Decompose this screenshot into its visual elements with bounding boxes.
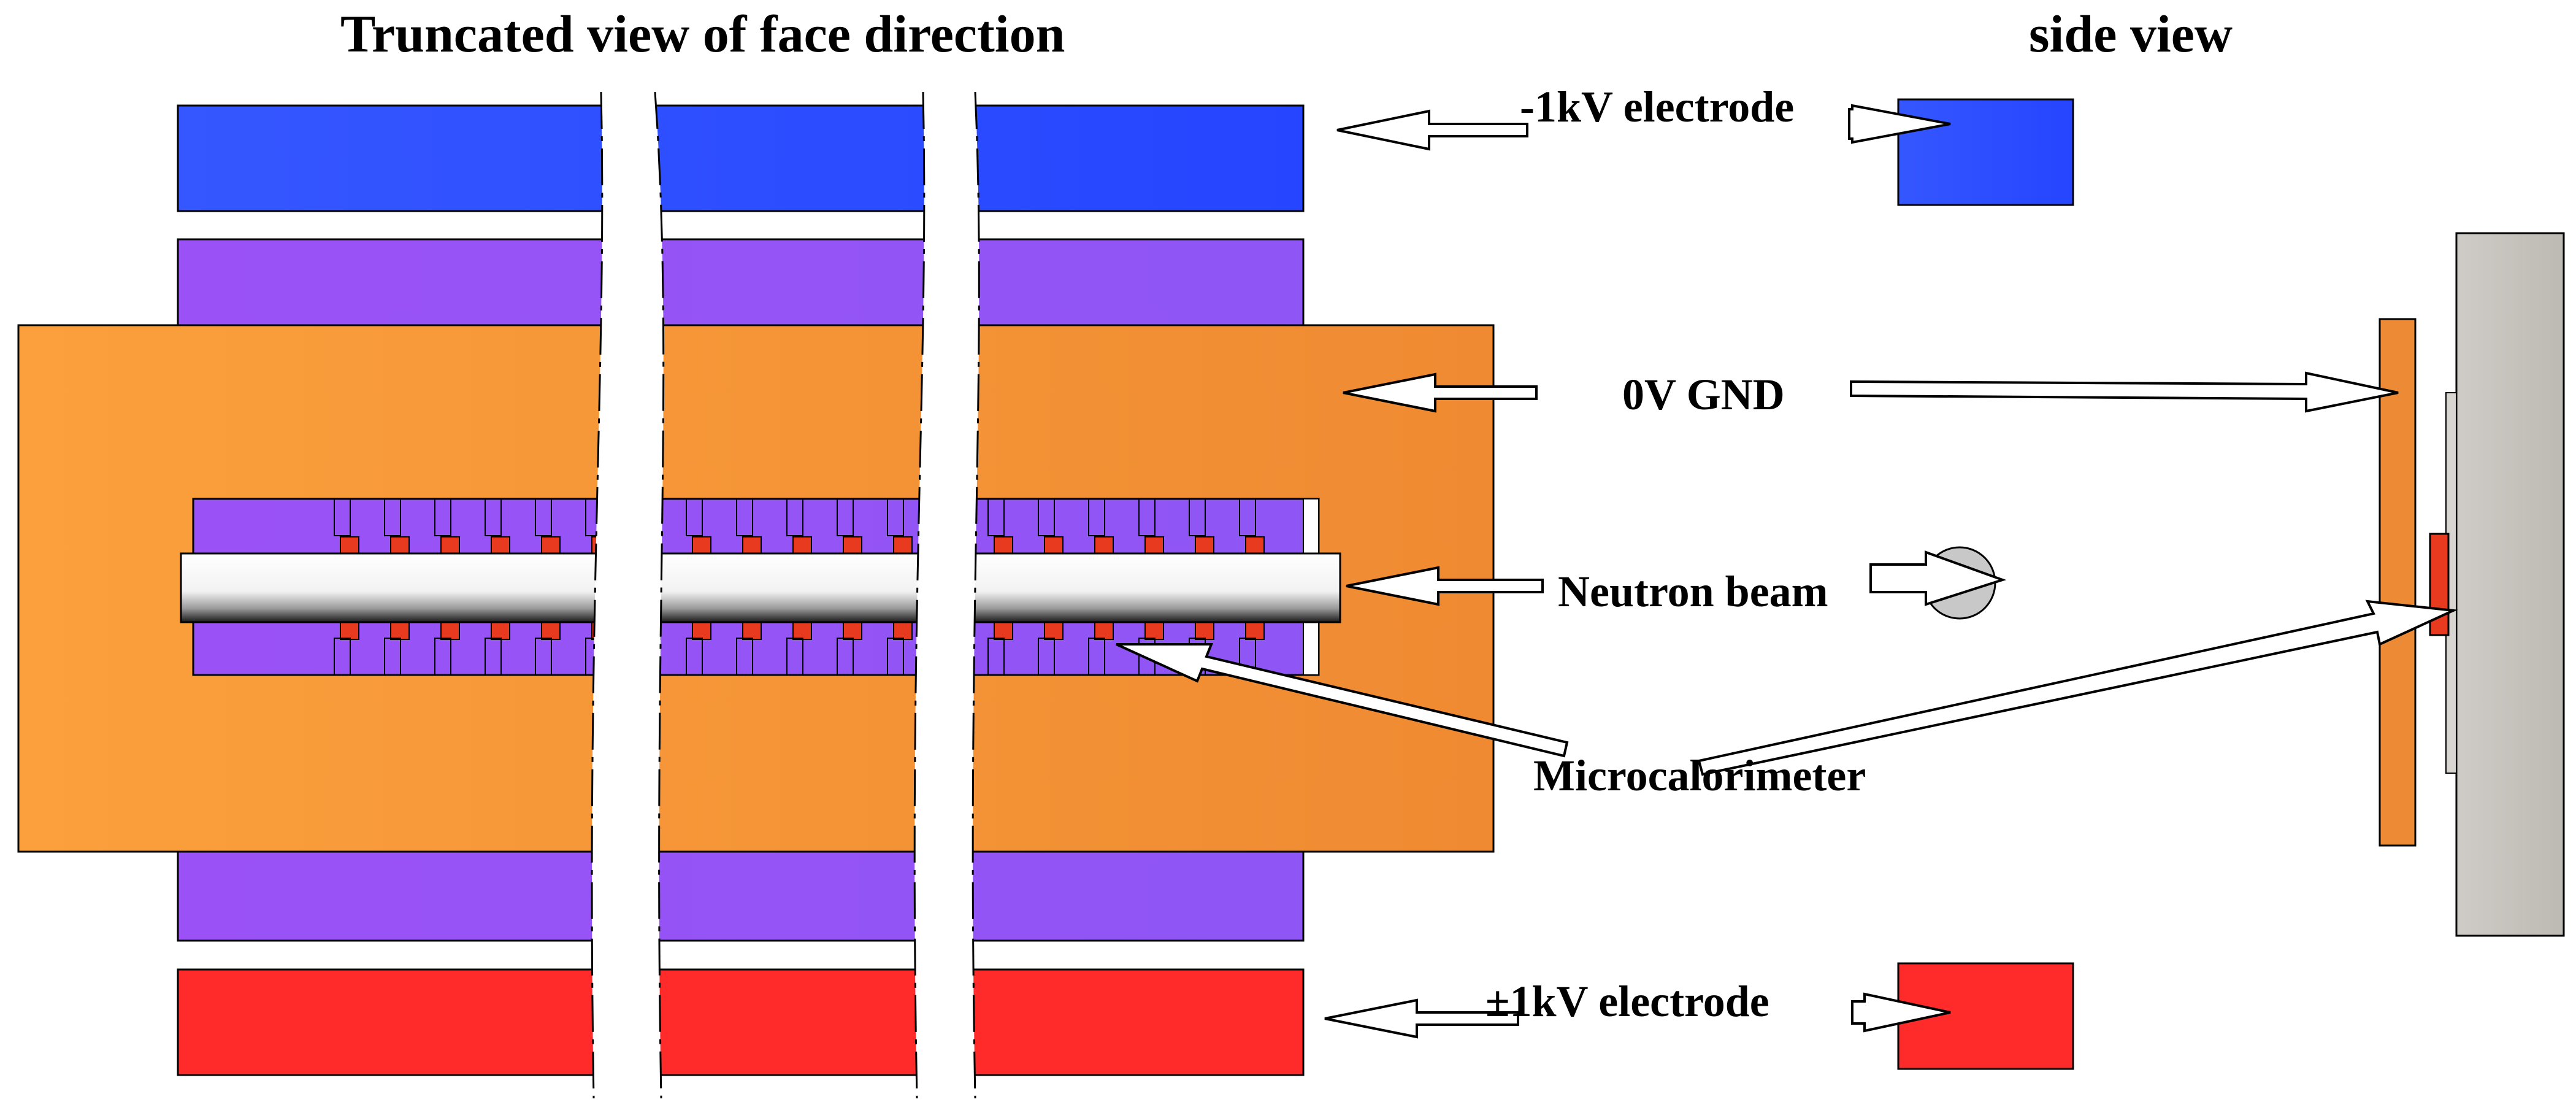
pixel-lead <box>786 498 803 536</box>
ground-label: 0V GND <box>1622 370 1785 419</box>
pixel-sensor <box>1245 622 1265 640</box>
pixel-lead <box>334 638 351 676</box>
pixel-sensor <box>491 536 510 555</box>
pixel-sensor <box>692 536 711 555</box>
side-minus-electrode <box>1897 98 2074 206</box>
pixel-sensor <box>1144 536 1164 555</box>
pixel-sensor <box>742 622 762 640</box>
arrow-ground-right <box>1850 371 2399 413</box>
arrow-minus-electrode-right <box>1848 104 1951 144</box>
arrow-microcalorimeter-left <box>1116 643 1569 758</box>
pixel-sensor <box>893 622 913 640</box>
pixel-lead <box>1038 498 1055 536</box>
side-view-title: side view <box>2029 4 2233 63</box>
minus-electrode-bar <box>177 104 1305 212</box>
side-view <box>1897 98 2565 1070</box>
pixel-sensor <box>1245 536 1265 555</box>
pixel-lead <box>987 498 1005 536</box>
pixel-lead <box>535 638 552 676</box>
pixel-sensor <box>792 536 812 555</box>
truncation-break-1 <box>592 92 664 1098</box>
pixel-sensor <box>742 536 762 555</box>
pixel-sensor <box>1094 536 1114 555</box>
arrow-plus-electrode-right <box>1851 992 1951 1033</box>
truncation-break-2 <box>914 92 979 1098</box>
arrow-beam-right <box>1869 550 2007 606</box>
pixel-sensor <box>994 622 1013 640</box>
pixel-sensor <box>1044 622 1064 640</box>
side-ground-plate <box>2379 318 2417 847</box>
pixel-sensor <box>893 536 913 555</box>
pixel-lead <box>987 638 1005 676</box>
pixel-sensor <box>340 622 359 640</box>
pixel-sensor <box>390 536 410 555</box>
pixel-lead <box>1088 638 1105 676</box>
pixel-sensor <box>491 622 510 640</box>
plus-electrode-label: ±1kV electrode <box>1485 977 1769 1026</box>
pixel-lead <box>1088 498 1105 536</box>
pixel-sensor <box>541 536 561 555</box>
upper-spacer-bar <box>177 238 1305 328</box>
pixel-sensor <box>792 622 812 640</box>
pixel-lead <box>686 638 703 676</box>
pixel-lead <box>434 498 451 536</box>
microcalorimeter-label: Microcalorimeter <box>1533 751 1866 800</box>
pixel-lead <box>1138 498 1156 536</box>
pixel-lead <box>1189 498 1206 536</box>
face-view-title: Truncated view of face direction <box>340 4 1065 63</box>
pixel-lead <box>334 498 351 536</box>
pixel-sensor <box>541 622 561 640</box>
pixel-sensor <box>994 536 1013 555</box>
pixel-sensor <box>1195 622 1214 640</box>
pixel-sensor <box>1195 536 1214 555</box>
pixel-lead <box>837 498 854 536</box>
pixel-lead <box>535 498 552 536</box>
pixel-lead <box>736 498 753 536</box>
arrow-beam-left <box>1346 566 1544 606</box>
pixel-lead <box>686 498 703 536</box>
pixel-lead <box>887 498 904 536</box>
lower-spacer-bar <box>177 850 1305 942</box>
pixel-sensor <box>843 536 862 555</box>
microcalorimeter-array <box>334 498 1265 676</box>
pixel-lead <box>384 638 401 676</box>
pixel-sensor <box>692 622 711 640</box>
pixel-sensor <box>1044 536 1064 555</box>
pixel-sensor <box>843 622 862 640</box>
pixel-sensor <box>440 536 460 555</box>
pixel-lead <box>485 498 502 536</box>
face-view <box>17 91 1495 1099</box>
callout-arrows <box>1116 104 2458 1039</box>
pixel-lead <box>485 638 502 676</box>
pixel-sensor <box>1144 622 1164 640</box>
pixel-sensor <box>440 622 460 640</box>
minus-electrode-label: -1kV electrode <box>1520 82 1795 131</box>
truncation-breaks <box>591 91 980 1099</box>
pixel-sensor <box>340 536 359 555</box>
neutron-beam-label: Neutron beam <box>1558 567 1828 616</box>
arrow-minus-electrode-left <box>1336 109 1528 151</box>
pixel-lead <box>887 638 904 676</box>
pixel-lead <box>837 638 854 676</box>
arrow-plus-electrode-left <box>1324 998 1519 1039</box>
pixel-lead <box>786 638 803 676</box>
pixel-lead <box>736 638 753 676</box>
arrow-ground-left <box>1343 372 1538 413</box>
pixel-sensor <box>390 622 410 640</box>
pixel-sensor <box>1094 622 1114 640</box>
plus-electrode-bar <box>177 968 1305 1076</box>
arrow-microcalorimeter-right <box>1697 599 2458 776</box>
pixel-lead <box>384 498 401 536</box>
substrate-block <box>2455 232 2565 937</box>
pixel-lead <box>1038 638 1055 676</box>
pixel-lead <box>1239 498 1256 536</box>
neutron-beam-tube <box>180 552 1341 623</box>
pixel-lead <box>434 638 451 676</box>
